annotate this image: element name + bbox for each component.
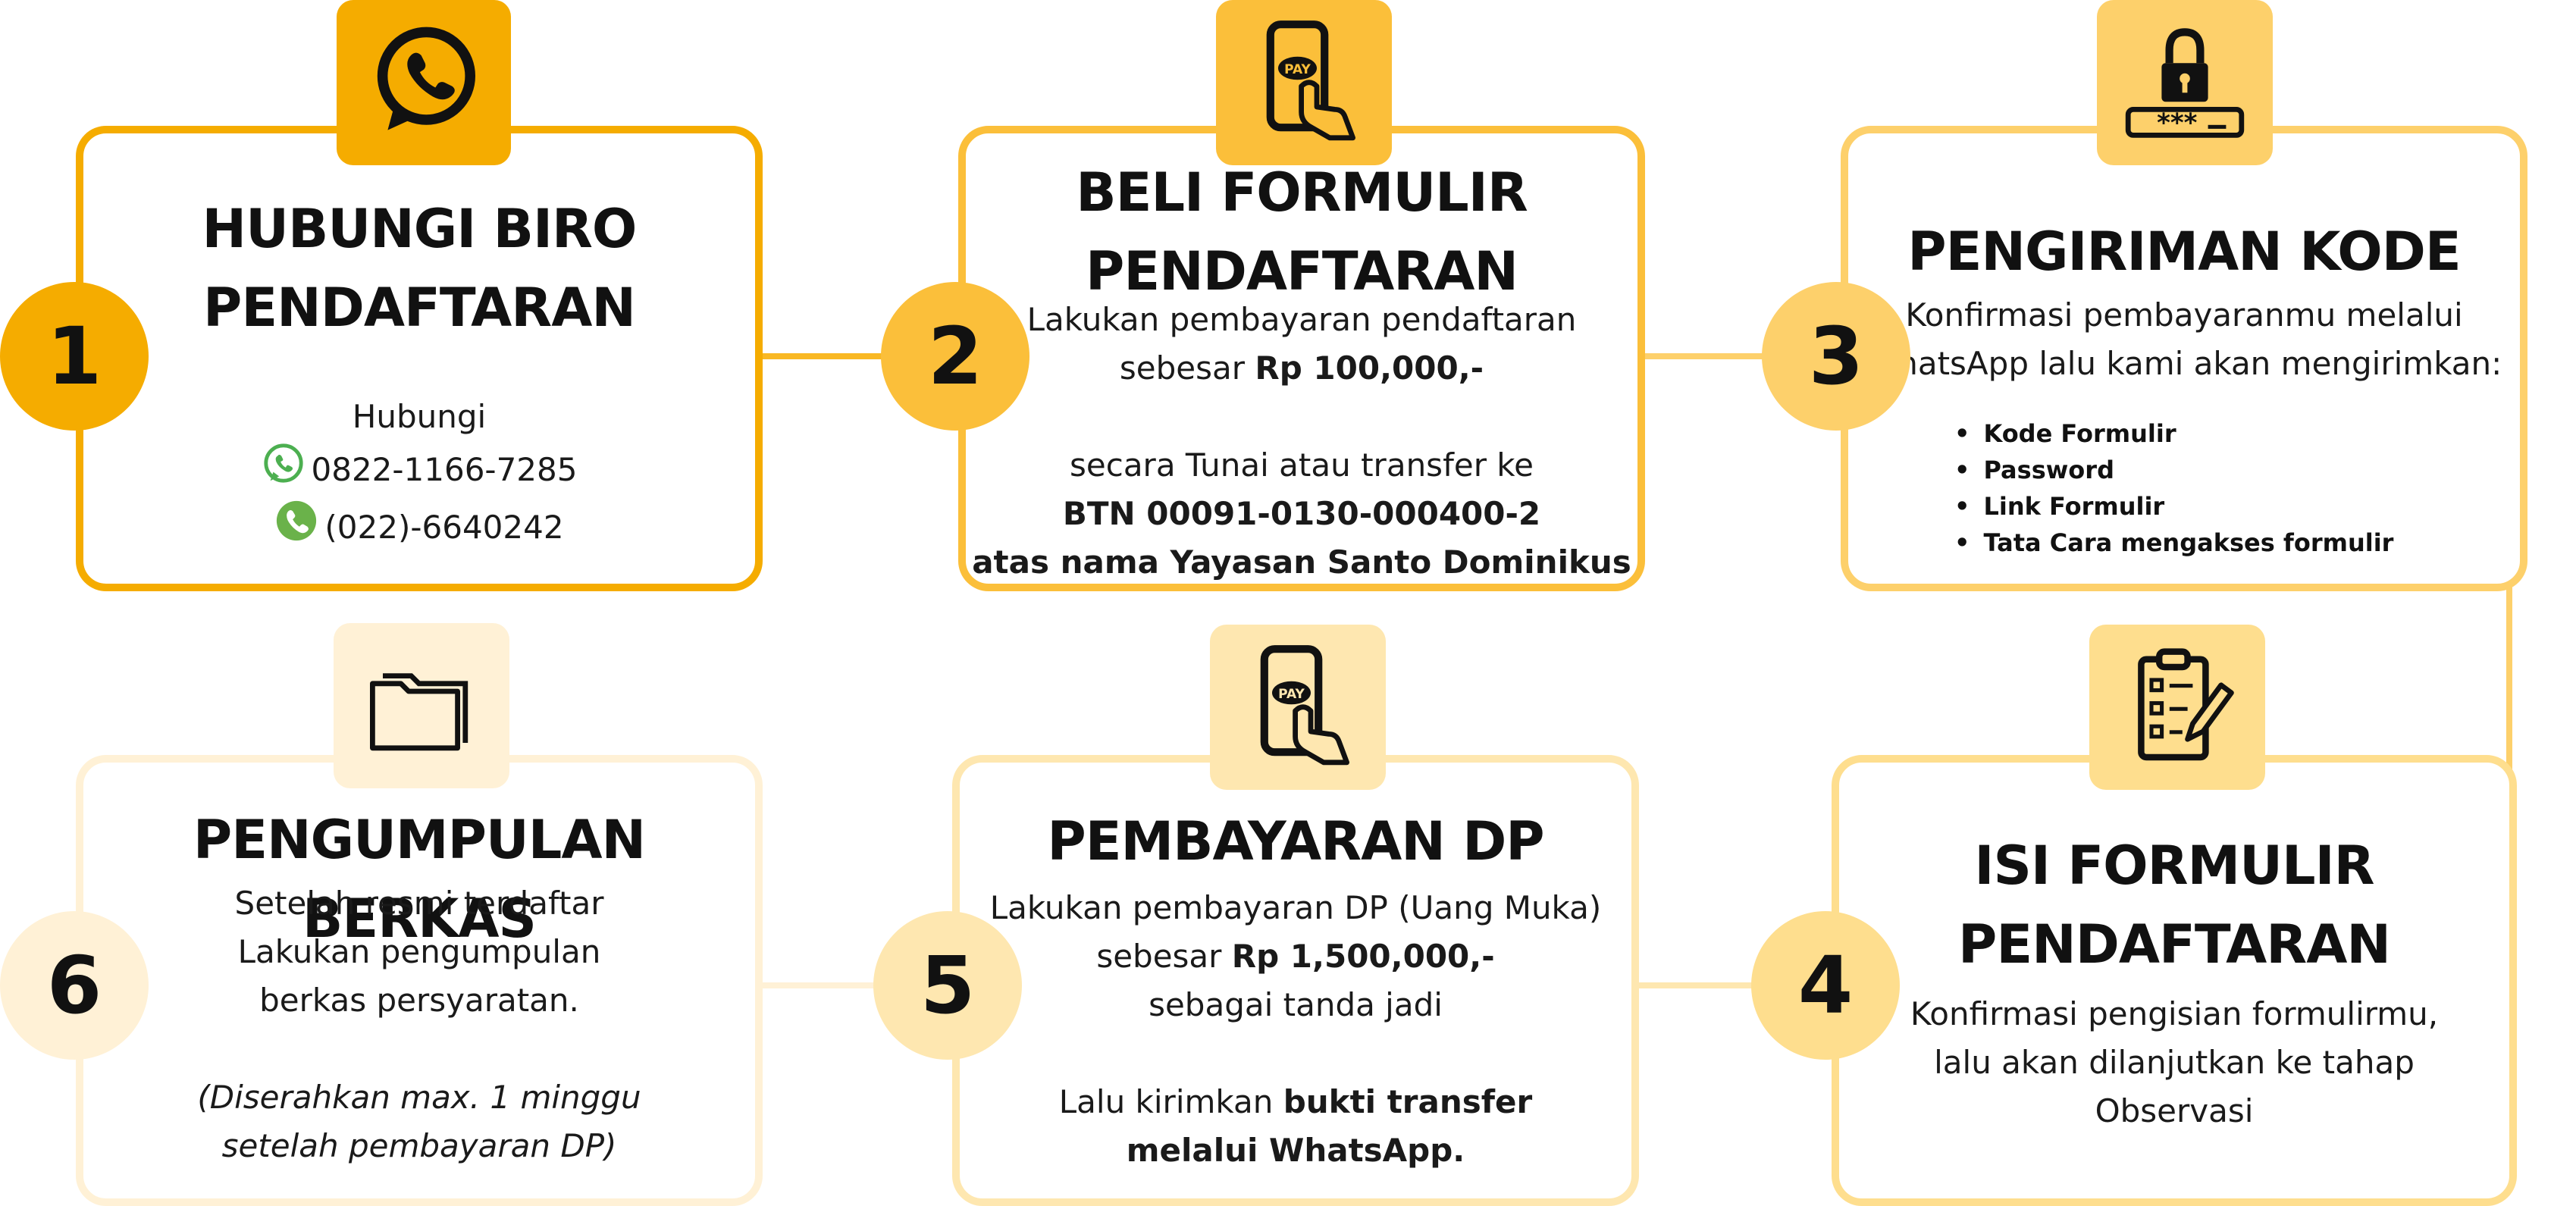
- list-item: Link Formulir: [1954, 488, 2393, 525]
- lock-password-icon: ***: [2120, 17, 2249, 149]
- step-2-card: BELI FORMULIR PENDAFTARAN Lakukan pembay…: [958, 126, 1645, 591]
- step-5-title: PEMBAYARAN DP: [1047, 810, 1544, 872]
- step-2-number: 2: [881, 282, 1029, 431]
- step-1-title: HUBUNGI BIRO PENDAFTARAN: [202, 198, 638, 339]
- contact-whatsapp[interactable]: 0822-1166-7285: [83, 441, 755, 499]
- whatsapp-icon: [262, 441, 306, 499]
- step-6-number: 6: [0, 911, 149, 1060]
- connector-1-2: [758, 353, 986, 359]
- contact-phone[interactable]: (022)-6640242: [83, 499, 755, 556]
- contact-whatsapp-number: 0822-1166-7285: [311, 451, 578, 488]
- step-5-number: 5: [873, 911, 1022, 1060]
- step-3-bullets: Kode Formulir Password Link Formulir Tat…: [1954, 415, 2393, 561]
- phone-pay-icon: PAY: [1239, 17, 1368, 149]
- step-4-title: ISI FORMULIR PENDAFTARAN: [1958, 835, 2391, 976]
- step-1-card: HUBUNGI BIRO PENDAFTARAN Hubungi 0822-11…: [76, 126, 763, 591]
- svg-text:***: ***: [2157, 108, 2198, 138]
- step-2-body: Lakukan pembayaran pendaftaran sebesar R…: [972, 301, 1631, 581]
- connector-5-6: [758, 982, 986, 988]
- step-1-intro: Hubungi: [352, 398, 487, 435]
- checklist-icon: [2113, 641, 2242, 773]
- step-4-body: Konfirmasi pengisian formulirmu, lalu ak…: [1910, 995, 2439, 1129]
- step-2-amount: Rp 100,000,-: [1255, 349, 1484, 387]
- phone-icon: [274, 499, 318, 556]
- whatsapp-icon: [359, 17, 488, 149]
- step-6-body: Setelah resmi terdaftar Lakukan pengumpu…: [197, 885, 641, 1164]
- contact-phone-number: (022)-6640242: [324, 509, 564, 546]
- step-1-badge: [337, 0, 511, 165]
- phone-pay-icon: PAY: [1233, 641, 1362, 773]
- svg-text:PAY: PAY: [1278, 687, 1305, 702]
- step-5-card: PEMBAYARAN DP Lakukan pembayaran DP (Uan…: [952, 755, 1639, 1206]
- step-2-badge: PAY: [1216, 0, 1392, 165]
- step-2-account: BTN 00091-0130-000400-2: [1062, 495, 1541, 532]
- step-5-badge: PAY: [1210, 625, 1386, 790]
- step-1-number: 1: [0, 282, 149, 431]
- step-3-number: 3: [1762, 282, 1910, 431]
- step-5-body: Lakukan pembayaran DP (Uang Muka) sebesa…: [989, 889, 1602, 1169]
- step-6-card: PENGUMPULAN BERKAS Setelah resmi terdaft…: [76, 755, 763, 1206]
- step-3-title: PENGIRIMAN KODE: [1907, 221, 2461, 283]
- step-4-number: 4: [1751, 911, 1900, 1060]
- step-3-badge: ***: [2097, 0, 2273, 165]
- connector-2-3: [1637, 353, 1865, 359]
- list-item: Tata Cara mengakses formulir: [1954, 525, 2393, 561]
- step-5-amount: Rp 1,500,000,-: [1231, 938, 1495, 975]
- list-item: Password: [1954, 452, 2393, 488]
- step-1-body: Hubungi 0822-1166-7285 (022)-6640242: [83, 393, 755, 556]
- step-4-card: ISI FORMULIR PENDAFTARAN Konfirmasi peng…: [1832, 755, 2517, 1206]
- step-2-account-name: atas nama Yayasan Santo Dominikus: [972, 543, 1631, 581]
- step-6-title: PENGUMPULAN BERKAS: [193, 809, 646, 950]
- step-4-badge: [2089, 625, 2265, 790]
- folder-icon: [357, 640, 486, 772]
- step-6-badge: [334, 623, 509, 788]
- svg-text:PAY: PAY: [1284, 62, 1311, 77]
- step-3-card: PENGIRIMAN KODE Konfirmasi pembayaranmu …: [1841, 126, 2527, 591]
- step-3-body: Konfirmasi pembayaranmu melalui WhatsApp…: [1866, 296, 2502, 382]
- step-2-title: BELI FORMULIR PENDAFTARAN: [1076, 161, 1528, 302]
- list-item: Kode Formulir: [1954, 415, 2393, 452]
